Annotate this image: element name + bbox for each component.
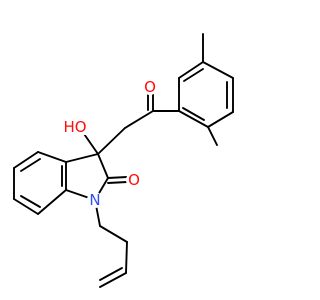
bond	[182, 107, 205, 121]
atom-O-lactam: O	[126, 171, 142, 189]
bond	[97, 153, 109, 179]
bond	[107, 181, 128, 184]
bond	[107, 176, 128, 179]
bond	[178, 110, 209, 128]
bond	[207, 111, 234, 128]
bond	[178, 61, 204, 79]
svg-text:O: O	[144, 78, 156, 96]
bond	[202, 61, 234, 79]
bond	[13, 198, 39, 215]
bond	[207, 126, 218, 146]
bond	[20, 158, 41, 172]
bond	[99, 267, 123, 281]
molecule-structure: O HO O N	[13, 33, 234, 288]
bond	[99, 225, 128, 243]
atom-N-indole: N	[87, 191, 103, 209]
bond	[65, 153, 99, 163]
svg-text:HO: HO	[63, 118, 86, 136]
svg-text:N: N	[89, 191, 100, 209]
bond	[99, 272, 127, 288]
bond	[183, 68, 204, 82]
bond	[124, 110, 154, 129]
bond	[20, 195, 41, 208]
bond	[37, 189, 67, 215]
atom-O-ketone: O	[142, 78, 158, 96]
bond	[97, 127, 126, 155]
bond	[13, 151, 39, 169]
bond	[37, 151, 67, 163]
svg-text:O: O	[128, 171, 140, 189]
bond	[125, 241, 128, 274]
atom-OH-hydroxyl: HO	[63, 118, 88, 136]
